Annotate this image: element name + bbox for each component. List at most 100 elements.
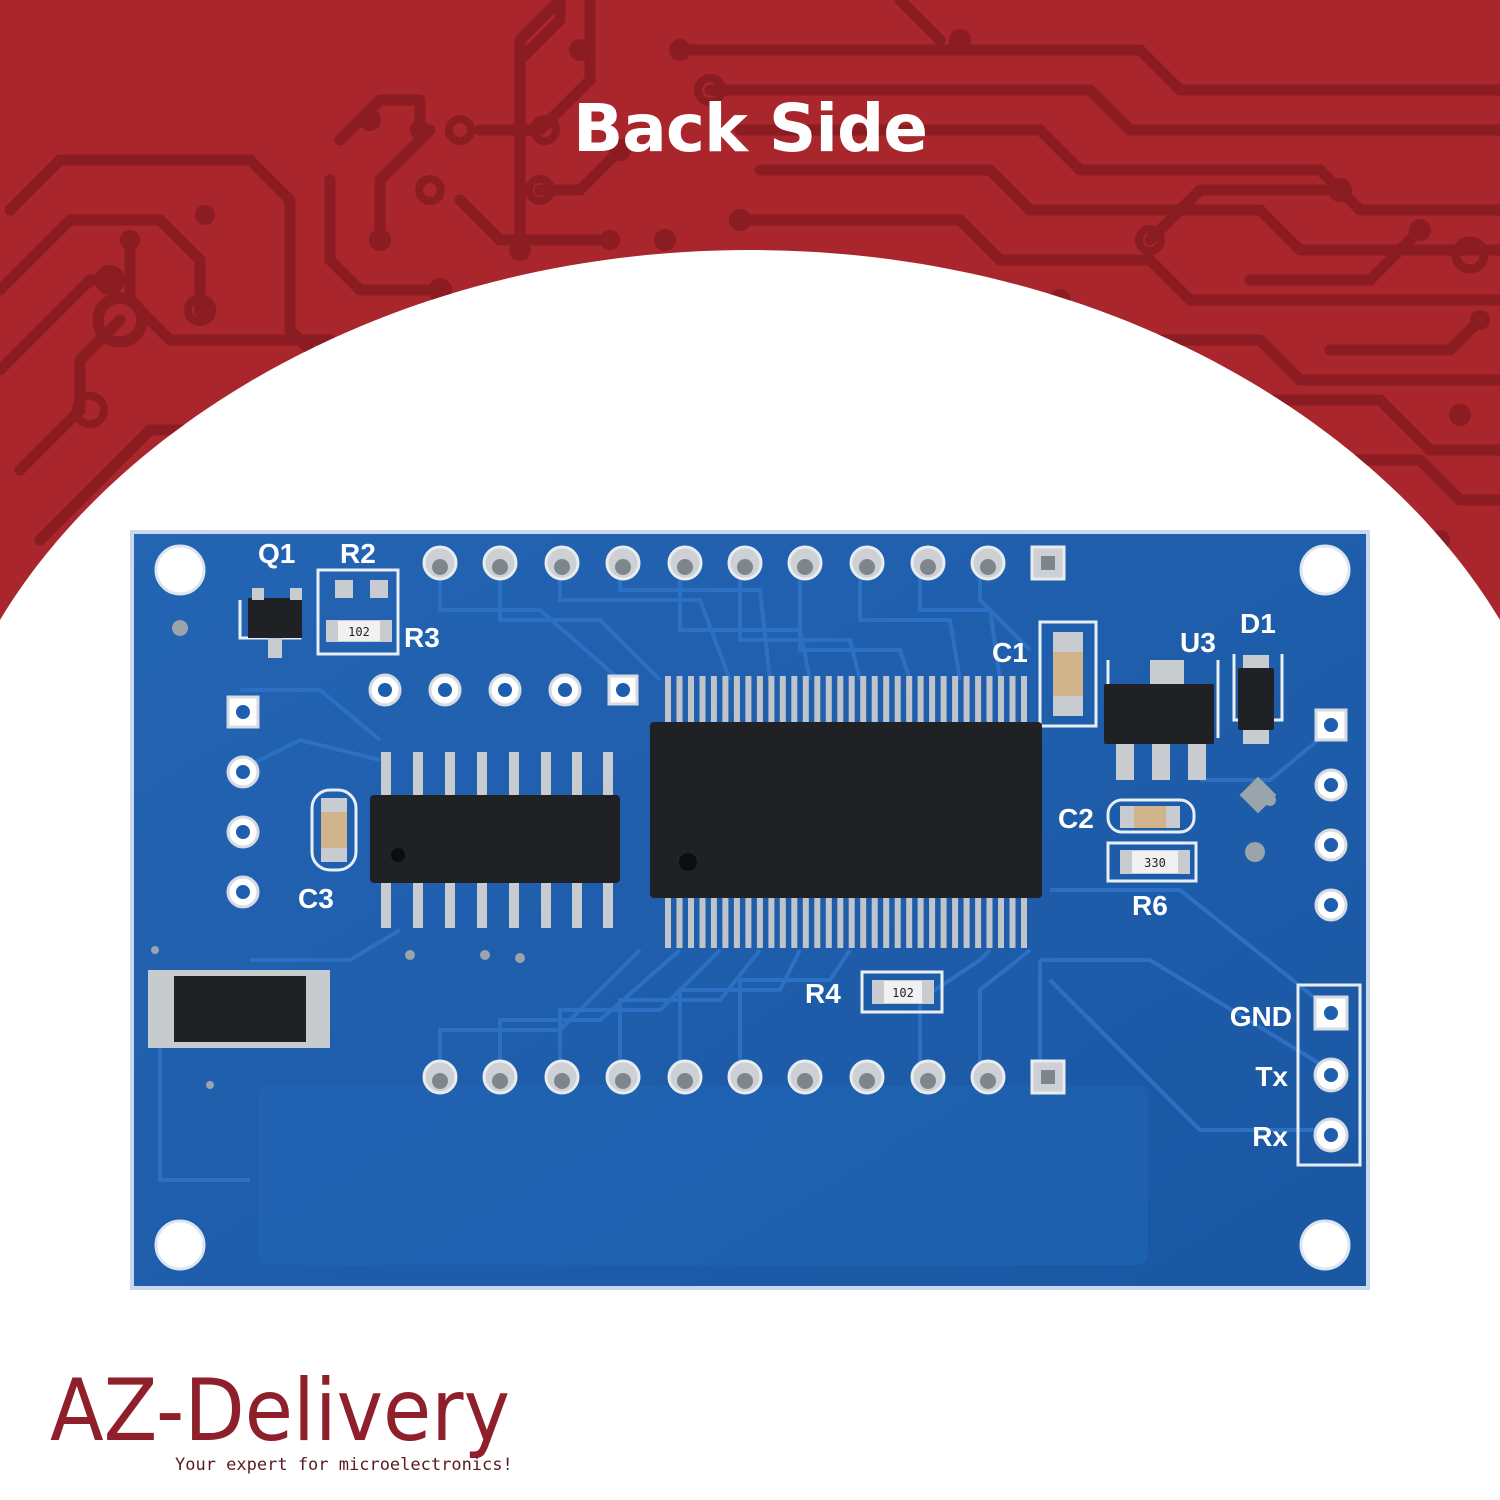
label-u3: U3	[1180, 627, 1216, 658]
smd-inductor	[148, 970, 330, 1048]
bottom-pin-row	[422, 1059, 1066, 1095]
ic-pin	[998, 676, 1004, 724]
ic-pin	[710, 676, 717, 724]
label-r6: R6	[1132, 890, 1168, 921]
ic-pin	[756, 676, 763, 724]
ic-pin	[871, 896, 878, 948]
ic-pin	[848, 896, 855, 948]
resistor-r3: 102	[326, 620, 392, 642]
transistor	[248, 588, 302, 658]
ic-pin	[722, 676, 729, 724]
ic-pin	[883, 676, 890, 724]
ic-pin	[699, 676, 706, 724]
ic-pin	[699, 896, 706, 948]
ic-pin	[665, 896, 671, 948]
ic-pin	[779, 896, 786, 948]
ic-pin	[688, 676, 694, 724]
ic-pin	[1009, 676, 1016, 724]
capacitor-c3	[321, 798, 347, 862]
ic-pin	[963, 676, 970, 724]
label-d1: D1	[1240, 608, 1276, 639]
ic-pin	[906, 896, 913, 948]
label-tx: Tx	[1255, 1061, 1288, 1092]
ic-pin	[929, 676, 936, 724]
ic-pin	[871, 676, 878, 724]
ic-pin	[986, 896, 993, 948]
label-r4: R4	[805, 978, 841, 1009]
label-c1: C1	[992, 637, 1028, 668]
ic-pin	[676, 896, 683, 948]
ic-pin	[906, 676, 913, 724]
ic-pin	[1021, 896, 1027, 948]
mounting-holes	[154, 544, 1351, 1271]
capacitor-c2	[1120, 806, 1180, 828]
ic-pin	[848, 676, 855, 724]
ic-pin	[929, 896, 936, 948]
capacitor-c1	[1053, 632, 1083, 716]
label-gnd: GND	[1230, 1001, 1292, 1032]
ic-pin	[779, 676, 786, 724]
top-pin-row	[422, 545, 1066, 581]
display-window	[258, 1085, 1148, 1265]
brand-tagline: Your expert for microelectronics!	[175, 1455, 513, 1475]
ic-pin	[952, 896, 959, 948]
ic-pin	[837, 896, 844, 948]
ic-pin	[894, 676, 901, 724]
ic-pin	[733, 896, 740, 948]
ic-pin	[883, 896, 890, 948]
resistor-r6-code: 330	[1144, 856, 1166, 870]
resistor-r2-pads	[335, 580, 388, 598]
ic-pin	[791, 676, 798, 724]
ic-pin	[975, 676, 982, 724]
circuit-pattern	[0, 0, 1500, 546]
ic-pin	[802, 896, 809, 948]
silkscreen-labels: Q1 R2 R3 C1 U3 D1 C2 C3 R6 R4 GND Tx Rx	[258, 538, 1292, 1152]
ic-pin	[917, 896, 924, 948]
ic-pin	[768, 676, 775, 724]
ic-pin	[860, 896, 867, 948]
label-r2: R2	[340, 538, 376, 569]
label-q1: Q1	[258, 538, 295, 569]
resistor-r3-code: 102	[348, 625, 370, 639]
ic-pin	[986, 676, 993, 724]
ic-pin	[688, 896, 694, 948]
ic-pin	[975, 896, 982, 948]
ic-pin	[825, 676, 832, 724]
ic-pin	[894, 896, 901, 948]
label-rx: Rx	[1252, 1121, 1288, 1152]
ic-pin	[860, 676, 867, 724]
ic-pin	[952, 676, 959, 724]
label-c3: C3	[298, 883, 334, 914]
ic-pin	[745, 896, 752, 948]
ic-pin	[963, 896, 970, 948]
ic-pin	[814, 676, 821, 724]
ic-pin	[825, 896, 832, 948]
ic-pin	[802, 676, 809, 724]
ic-pin	[1009, 896, 1016, 948]
ic-pin	[1021, 676, 1027, 724]
ic-pin	[791, 896, 798, 948]
ic-pin	[733, 676, 740, 724]
right-pin-column	[1314, 708, 1348, 922]
ic-pin	[710, 896, 717, 948]
resistor-r4-code: 102	[892, 986, 914, 1000]
ic-pin	[814, 896, 821, 948]
ic-pin	[917, 676, 924, 724]
label-c2: C2	[1058, 803, 1094, 834]
ic-pin	[940, 676, 947, 724]
diode	[1238, 655, 1274, 744]
resistor-r4: 102	[872, 980, 934, 1004]
red-banner	[0, 0, 1500, 620]
ic-pin	[837, 676, 844, 724]
driver-ic-chip	[650, 676, 1042, 948]
label-r3: R3	[404, 622, 440, 653]
voltage-regulator	[1104, 660, 1214, 780]
silkscreen-outlines	[238, 568, 1362, 1167]
resistor-r6: 330	[1120, 850, 1190, 874]
ic-pin	[745, 676, 752, 724]
brand-logo: AZ-Delivery Your expert for microelectro…	[50, 1361, 513, 1475]
page-title: Back Side	[573, 90, 928, 167]
ic-pin	[998, 896, 1004, 948]
ic-pin	[665, 676, 671, 724]
